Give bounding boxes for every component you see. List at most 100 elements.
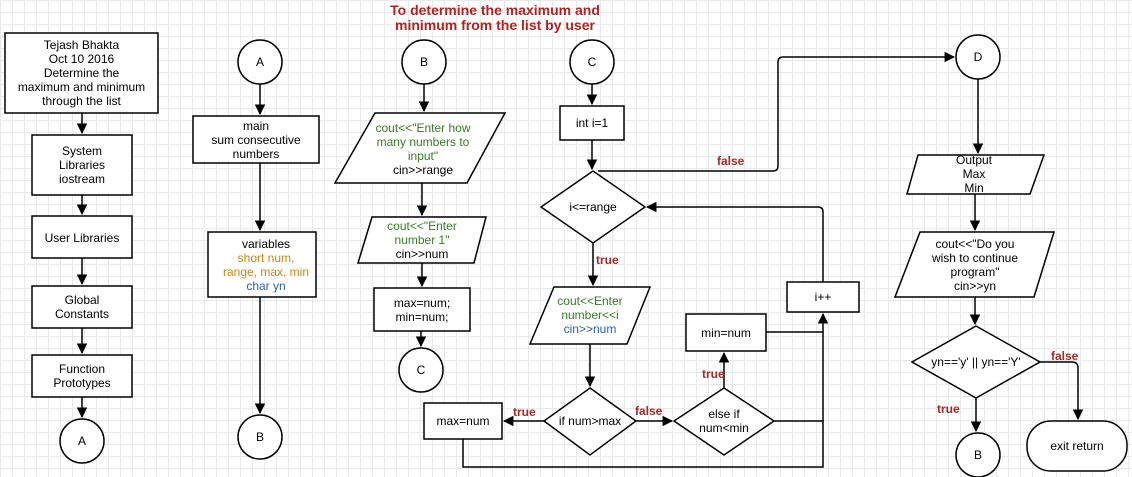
code-line: cin>>num (395, 247, 449, 261)
input-first-number-parallelogram (356, 216, 487, 264)
false-branch-line (598, 51, 956, 172)
true-label: true (937, 402, 960, 416)
continue-decision-text: yn=='y' || yn=='Y' (931, 355, 1021, 369)
header-text: Tejash Bhakta Oct 10 2016 Determine the … (5, 38, 158, 108)
code-line: program" (950, 265, 1000, 279)
label-line: Prototypes (53, 376, 111, 390)
false-label: false (635, 404, 663, 418)
global-constants-text: Global Constants (32, 293, 132, 321)
else-if-min-diamond (672, 387, 776, 456)
min-assign-box (685, 313, 767, 352)
declaration-line: range, max, min (222, 265, 310, 279)
true-label: true (596, 253, 619, 267)
label-line: Global (64, 293, 100, 307)
label-line: Min (964, 181, 984, 195)
connector-b-label: B (255, 430, 264, 444)
code-line: cin>>yn (953, 279, 997, 293)
input-range-text: cout<<"Enter how many numbers to input" … (350, 121, 496, 177)
exit-terminal-text: exit return (1050, 439, 1104, 453)
assign-max-min-text: max=num; min=num; (374, 296, 470, 324)
label-line: Libraries (58, 158, 106, 172)
global-constants-box (31, 285, 133, 329)
input-range-parallelogram (333, 112, 507, 184)
connector-b-label: B (419, 55, 428, 69)
continue-prompt-parallelogram (893, 231, 1056, 298)
label-line: iostream (58, 172, 105, 186)
declaration-line: short num, (237, 251, 295, 265)
code-line: number 1" (394, 233, 450, 247)
connector-c-end (398, 347, 444, 393)
label-line: System (61, 144, 102, 158)
system-libraries-box (31, 134, 133, 196)
loop-back-line (645, 201, 824, 282)
connector-b-label: B (973, 448, 982, 462)
input-first-number-text: cout<<"Enter number 1" cin>>num (362, 219, 482, 261)
user-libraries-text: User Libraries (44, 231, 120, 245)
code-line: cin>>range (392, 163, 454, 177)
exit-terminal (1026, 420, 1128, 472)
connector-line (462, 421, 824, 468)
assign-max-min-box (373, 287, 471, 332)
connector-b-end (237, 414, 283, 460)
code-line: cin>>num (563, 322, 617, 336)
false-label: false (717, 154, 745, 168)
code-line: cout<<"Do you (935, 237, 1015, 251)
date: Oct 10 2016 (48, 52, 115, 66)
true-label: true (513, 405, 536, 419)
increment-text: i++ (814, 290, 832, 304)
false-exit-line (1040, 361, 1084, 421)
label-line: main (242, 119, 269, 133)
connector-c-label: C (587, 55, 597, 69)
label-line: Function (58, 362, 106, 376)
continue-prompt-text: cout<<"Do you wish to continue program" … (915, 237, 1035, 293)
label-line: variables (241, 237, 291, 251)
connector-d-label: D (973, 50, 983, 64)
code-line: input" (407, 149, 439, 163)
label-line: numbers (232, 147, 280, 161)
code-line: wish to continue (931, 251, 1019, 265)
main-box (192, 115, 320, 164)
output-parallelogram (906, 154, 1046, 195)
code-line: cout<<"Enter (387, 219, 457, 233)
false-label: false (1051, 349, 1079, 363)
max-assign-text: max=num (436, 414, 490, 428)
input-number-parallelogram (528, 286, 652, 345)
connector-b-return (955, 432, 1001, 477)
code-line: number<<i (561, 308, 619, 322)
input-number-text: cout<<Enter number<<i cin>>num (540, 294, 640, 336)
code-line: many numbers to (376, 135, 470, 149)
code-line: cout<<Enter (557, 294, 623, 308)
system-libraries-text: System Libraries iostream (32, 144, 132, 186)
variables-box (207, 231, 317, 298)
connector-c-label: C (416, 363, 426, 377)
connector-a-label: A (255, 55, 264, 69)
label-line: Output (955, 153, 993, 167)
main-text: main sum consecutive numbers (193, 119, 319, 161)
code-line: max=num; (393, 296, 451, 310)
if-max-text: if num>max (558, 414, 622, 428)
chart-title-line2: minimum from the list by user (395, 17, 595, 33)
declaration-line: char yn (246, 279, 286, 293)
else-if-text: else if num<min (684, 407, 764, 435)
chart-title-line1: To determine the maximum and (390, 2, 600, 18)
true-label: true (702, 367, 725, 381)
header-box (4, 32, 159, 114)
code-line: min=num; (395, 310, 449, 324)
purpose-line: maximum and minimum (17, 80, 146, 94)
connector-a-end (59, 418, 105, 464)
purpose-line: Determine the (43, 66, 120, 80)
init-i-text: int i=1 (575, 116, 609, 130)
init-i-box (559, 105, 625, 141)
purpose-line: through the list (42, 94, 121, 108)
max-assign-box (423, 402, 503, 440)
code-line: cout<<"Enter how (375, 121, 471, 135)
loop-condition-text: i<=range (569, 200, 617, 214)
min-assign-text: min=num (701, 326, 751, 340)
output-text: Output Max Min (934, 153, 1014, 195)
label-line: Constants (54, 307, 110, 321)
label-line: sum consecutive (211, 133, 301, 147)
if-max-diamond (542, 387, 638, 456)
label-line: Max (962, 167, 986, 181)
variables-text: variables short num, range, max, min cha… (208, 237, 324, 293)
